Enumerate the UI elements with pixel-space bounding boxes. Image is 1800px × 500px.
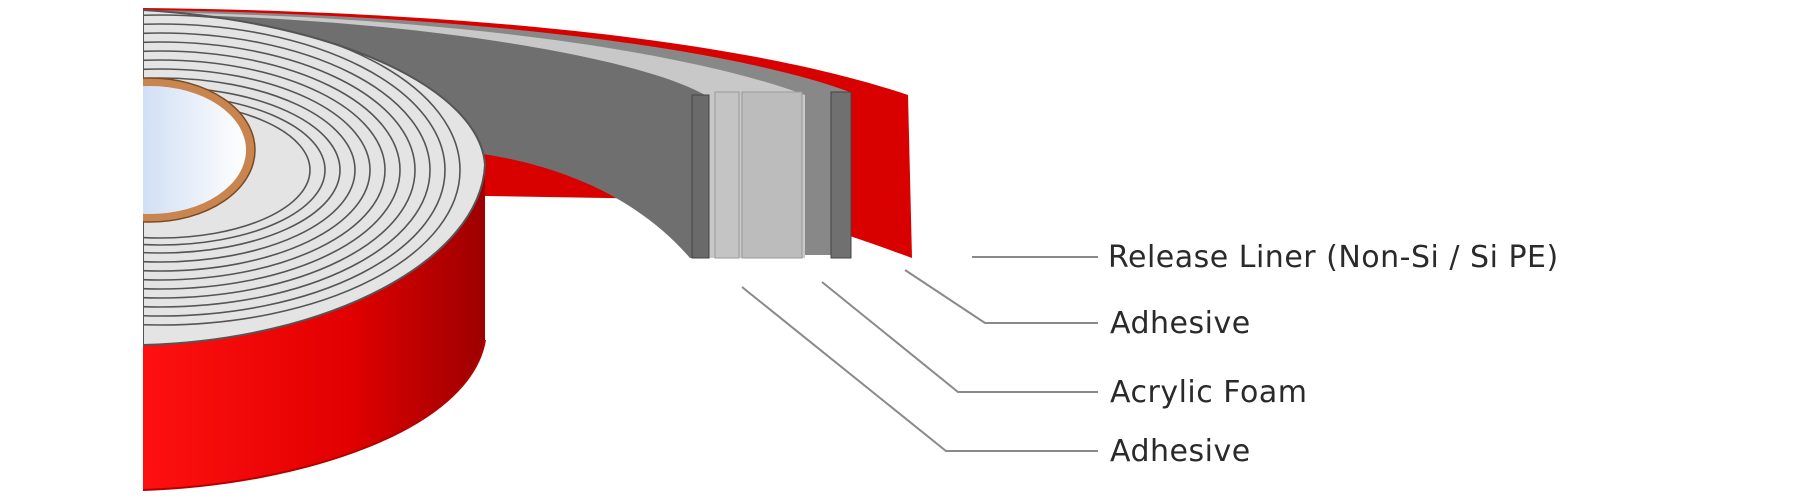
leader-lines bbox=[741, 256, 1098, 452]
leader-line-acrylic-foam bbox=[821, 281, 1098, 393]
section-adhesive-left bbox=[691, 94, 710, 259]
roll-core-inner bbox=[143, 86, 246, 214]
section-foam-thin bbox=[714, 91, 740, 259]
roll-side-bottom-edge bbox=[143, 339, 486, 491]
roll-rings bbox=[143, 14, 461, 326]
section-foam-main bbox=[741, 91, 803, 259]
label-adhesive-top: Adhesive bbox=[1110, 306, 1251, 341]
roll-side-red bbox=[143, 165, 485, 490]
label-adhesive-bottom: Adhesive bbox=[1110, 434, 1251, 469]
leader-line-adhesive-top bbox=[904, 269, 1098, 324]
leader-line-adhesive-bottom bbox=[741, 286, 1098, 452]
label-acrylic-foam: Acrylic Foam bbox=[1110, 375, 1307, 410]
label-release-liner: Release Liner (Non-Si / Si PE) bbox=[1108, 240, 1559, 275]
section-adhesive-right bbox=[830, 91, 852, 259]
